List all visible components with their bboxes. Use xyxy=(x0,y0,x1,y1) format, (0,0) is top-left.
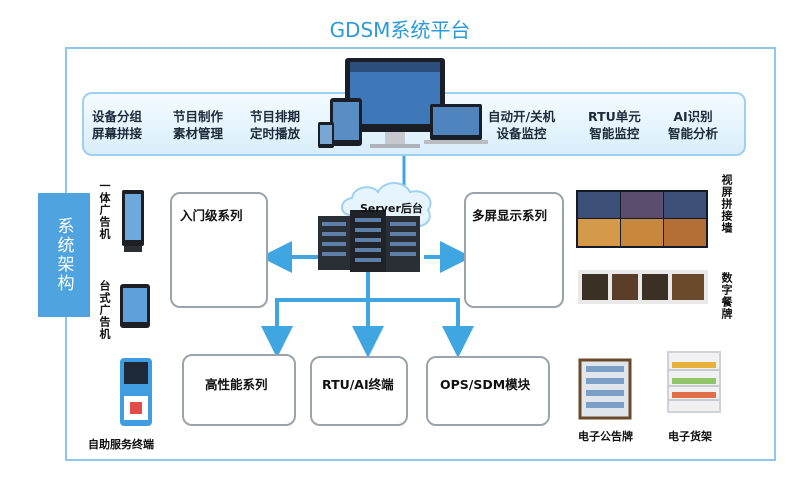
rtu-ai-label: RTU/AI终端 xyxy=(322,377,394,392)
rtu-ai-box xyxy=(310,356,408,426)
multi-screen-system-box xyxy=(464,192,564,308)
feature-ai: AI识别智能分析 xyxy=(668,109,719,141)
desktop-ad-image xyxy=(120,284,150,328)
video-wall-label: 视屏拼接墙 xyxy=(720,174,733,234)
electronic-shelf-image xyxy=(667,351,721,413)
feature-power-monitor: 自动开/关机设备监控 xyxy=(488,109,556,141)
bulletin-board-image xyxy=(578,358,632,420)
desktop-ad-label: 台式广告机 xyxy=(98,280,111,340)
electronic-shelf-label: 电子货架 xyxy=(668,430,712,443)
bulletin-board-label: 电子公告牌 xyxy=(578,430,633,443)
entry-system-label: 入门级系列 xyxy=(180,208,243,223)
high-performance-label: 高性能系列 xyxy=(205,377,268,392)
server-rack-image xyxy=(318,210,420,272)
kiosk-ad-label: 一体广告机 xyxy=(98,180,111,240)
ops-sdm-box xyxy=(426,356,550,426)
digital-menu-image xyxy=(578,270,708,304)
video-wall-image xyxy=(576,190,708,248)
feature-schedule: 节目排期定时播放 xyxy=(250,109,301,141)
ops-sdm-label: OPS/SDM模块 xyxy=(440,377,531,392)
feature-rtu: RTU单元智能监控 xyxy=(588,109,641,141)
server-label: Server后台 xyxy=(360,202,423,215)
digital-menu-label: 数字餐牌 xyxy=(720,272,733,320)
kiosk-ad-image xyxy=(122,190,144,252)
high-performance-box xyxy=(182,354,296,426)
sidebar-label: 系统架构 xyxy=(38,193,90,317)
feature-program-make: 节目制作素材管理 xyxy=(173,109,224,141)
page-title: GDSM系统平台 xyxy=(329,18,471,42)
multi-screen-system-label: 多屏显示系列 xyxy=(472,208,548,223)
entry-system-box xyxy=(170,192,268,308)
self-service-image xyxy=(120,358,152,426)
devices-screens-image xyxy=(318,58,488,148)
self-service-label: 自助服务终端 xyxy=(88,438,154,451)
feature-device-group: 设备分组屏幕拼接 xyxy=(92,109,143,141)
